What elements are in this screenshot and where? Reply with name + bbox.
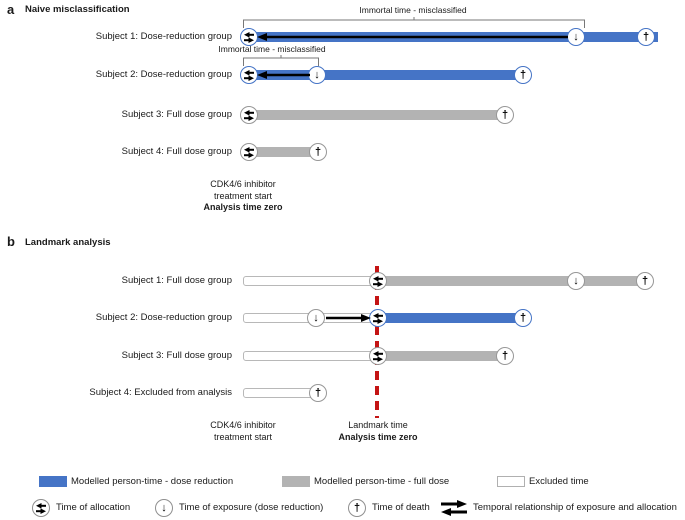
- allocation-icon: [36, 502, 46, 514]
- axis-line-bold: Analysis time zero: [338, 431, 418, 442]
- allocation-icon: [373, 350, 383, 362]
- legend-swatch-excluded: [497, 476, 525, 487]
- bar-full-dose: [243, 110, 512, 120]
- allocation-icon: [244, 109, 254, 121]
- row-label: Subject 3: Full dose group: [121, 109, 232, 120]
- dagger-icon: †: [501, 108, 509, 121]
- legend-exposure-marker: ↓: [155, 499, 173, 517]
- dagger-icon: †: [642, 30, 650, 43]
- immortal-time-label-2: Immortal time - misclassified: [218, 44, 326, 54]
- legend-swatch-full-dose: [282, 476, 310, 487]
- row-label: Subject 2: Dose-reduction group: [95, 312, 232, 323]
- landmark-line: [375, 266, 379, 418]
- death-marker: †: [514, 66, 532, 84]
- legend-label-allocation: Time of allocation: [56, 502, 131, 513]
- temporal-arrow-right: [326, 314, 371, 322]
- allocation-marker: [369, 309, 387, 327]
- dagger-icon: †: [353, 502, 361, 514]
- temporal-arrow-left: [257, 71, 310, 79]
- exposure-marker: ↓: [308, 66, 326, 84]
- panel-a-axis: CDK4/6 inhibitor treatment start Analysi…: [203, 179, 282, 214]
- death-marker: †: [514, 309, 532, 327]
- axis-line: treatment start: [213, 190, 273, 201]
- exposure-marker: ↓: [307, 309, 325, 327]
- dagger-icon: †: [314, 386, 322, 399]
- allocation-marker: [369, 347, 387, 365]
- panel-a-letter: a: [7, 2, 15, 17]
- immortal-time-label-1: Immortal time - misclassified: [359, 5, 467, 15]
- bracket-row2: [243, 55, 319, 66]
- allocation-icon: [244, 146, 254, 158]
- legend-label-temporal: Temporal relationship of exposure and al…: [473, 502, 677, 513]
- down-arrow-icon: ↓: [161, 502, 167, 514]
- row-label: Subject 1: Full dose group: [121, 275, 232, 286]
- exposure-marker: ↓: [567, 272, 585, 290]
- dagger-icon: †: [314, 145, 322, 158]
- dagger-icon: †: [641, 274, 649, 287]
- allocation-icon: [373, 275, 383, 287]
- allocation-icon: [244, 31, 254, 43]
- allocation-marker: [240, 28, 258, 46]
- bar-dose-reduction: [378, 313, 530, 323]
- legend-label-full-dose: Modelled person-time - full dose: [314, 476, 450, 487]
- legend-label-exposure: Time of exposure (dose reduction): [179, 502, 324, 513]
- bar-full-dose: [378, 351, 512, 361]
- bar-full-dose: [378, 276, 652, 286]
- death-marker: †: [309, 384, 327, 402]
- allocation-icon: [244, 69, 254, 81]
- row-label: Subject 2: Dose-reduction group: [95, 69, 232, 80]
- bar-excluded: [243, 351, 378, 361]
- axis-line: Landmark time: [348, 420, 408, 430]
- bar-dose-reduction: [243, 70, 530, 80]
- axis-line: CDK4/6 inhibitor: [210, 420, 276, 430]
- down-arrow-icon: ↓: [313, 311, 319, 324]
- panel-b-axis-left: CDK4/6 inhibitor treatment start: [210, 420, 276, 443]
- axis-line: CDK4/6 inhibitor: [210, 179, 276, 189]
- allocation-marker: [240, 66, 258, 84]
- legend-label-death: Time of death: [372, 502, 430, 513]
- death-marker: †: [637, 28, 655, 46]
- temporal-arrow-left: [257, 33, 568, 41]
- down-arrow-icon: ↓: [573, 30, 579, 43]
- dagger-icon: †: [519, 311, 527, 324]
- row-label: Subject 1: Dose-reduction group: [95, 31, 232, 42]
- axis-line-bold: Analysis time zero: [203, 202, 283, 212]
- dagger-icon: †: [519, 68, 527, 81]
- legend-label-dose-reduction: Modelled person-time - dose reduction: [71, 476, 234, 487]
- panel-b-title: Landmark analysis: [25, 237, 111, 248]
- allocation-marker: [240, 143, 258, 161]
- exposure-marker: ↓: [567, 28, 585, 46]
- legend-death-marker: †: [348, 499, 366, 517]
- allocation-marker: [240, 106, 258, 124]
- panel-b-axis-right: Landmark time Analysis time zero: [338, 420, 417, 443]
- legend-label-excluded: Excluded time: [529, 476, 589, 487]
- death-marker: †: [309, 143, 327, 161]
- death-marker: †: [496, 347, 514, 365]
- allocation-marker: [369, 272, 387, 290]
- legend-swatch-dose-reduction: [39, 476, 67, 487]
- death-marker: †: [636, 272, 654, 290]
- bracket-row1: [243, 17, 585, 28]
- bar-full-dose: [243, 147, 325, 157]
- temporal-relationship-icon: [441, 500, 467, 516]
- death-marker: †: [496, 106, 514, 124]
- down-arrow-icon: ↓: [573, 274, 579, 287]
- row-label: Subject 4: Excluded from analysis: [89, 387, 232, 398]
- panel-b-letter: b: [7, 234, 15, 249]
- down-arrow-icon: ↓: [314, 68, 320, 81]
- dagger-icon: †: [501, 349, 509, 362]
- row-label: Subject 4: Full dose group: [121, 146, 232, 157]
- allocation-icon: [373, 312, 383, 324]
- panel-a-title: Naive misclassification: [25, 4, 130, 15]
- axis-line: treatment start: [213, 431, 273, 442]
- row-label: Subject 3: Full dose group: [121, 350, 232, 361]
- legend-allocation-marker: [32, 499, 50, 517]
- bar-excluded: [243, 276, 378, 286]
